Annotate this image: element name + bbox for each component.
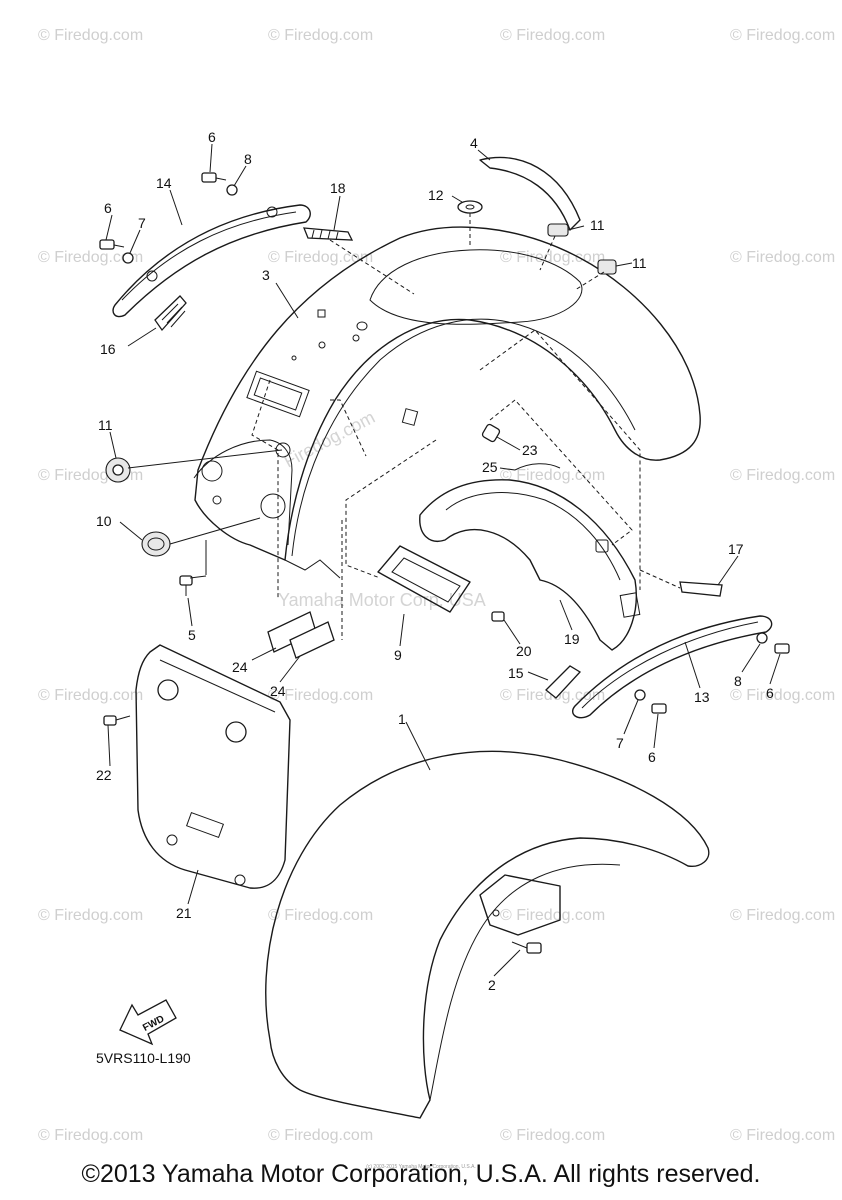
watermark: © Firedog.com: [730, 907, 835, 924]
callout-label: 6: [766, 685, 774, 701]
watermark: © Firedog.com: [730, 467, 835, 484]
small-reflector: [303, 227, 354, 241]
watermark: © Firedog.com: [38, 907, 143, 924]
watermark: © Firedog.com: [268, 907, 373, 924]
callout-label: 17: [728, 541, 744, 557]
watermark: © Firedog.com: [268, 27, 373, 44]
callout-label: 3: [262, 267, 270, 283]
callout-label: 7: [138, 215, 146, 231]
fwd-arrow-icon: FWD: [119, 999, 177, 1046]
watermark: © Firedog.com: [38, 249, 143, 266]
callout-label: 25: [482, 459, 498, 475]
small-pad: [545, 665, 582, 699]
watermark: © Firedog.com: [268, 249, 373, 266]
front-fender: [265, 750, 710, 1119]
watermark: © Firedog.com: [268, 1127, 373, 1144]
assembly-lines: [127, 213, 681, 640]
callout-label: 7: [616, 735, 624, 751]
watermark: © Firedog.com: [38, 27, 143, 44]
watermark: © Firedog.com: [730, 1127, 835, 1144]
watermark: © Firedog.com: [500, 249, 605, 266]
watermark: © Firedog.com: [500, 907, 605, 924]
callout-label: 13: [694, 689, 710, 705]
callout-label: 21: [176, 905, 192, 921]
watermark: © Firedog.com: [730, 687, 835, 704]
callout-label: 10: [96, 513, 112, 529]
callout-label: 8: [244, 151, 252, 167]
callout-label: 19: [564, 631, 580, 647]
callout-label: 18: [330, 180, 346, 196]
callout-label: 23: [522, 442, 538, 458]
leader-lines: [105, 143, 781, 977]
hardware: [99, 172, 790, 954]
watermark: © Firedog.com: [500, 1127, 605, 1144]
watermark: © Firedog.com: [268, 687, 373, 704]
watermark: © Firedog.com: [730, 27, 835, 44]
callout-label: 8: [734, 673, 742, 689]
tail-lens: [377, 545, 471, 613]
callout-label: 6: [648, 749, 656, 765]
callout-labels: 6 8 14 18 6 7 4 12 11 11 3 16 11 23 25 1…: [96, 129, 774, 993]
callout-label: 6: [208, 129, 216, 145]
watermark: © Firedog.com: [730, 249, 835, 266]
inner-fender: [419, 463, 641, 651]
tiny-notice: (c) 2003-2015 Yamaha Motor Corporation, …: [366, 1164, 476, 1170]
callout-label: 11: [98, 417, 113, 433]
diagram-code: 5VRS110-L190: [96, 1050, 191, 1066]
copyright-notice: ©2013 Yamaha Motor Corporation, U.S.A. A…: [81, 1160, 761, 1188]
callout-label: 5: [188, 627, 196, 643]
callout-label: 15: [508, 665, 524, 681]
center-watermark: Firedog.com: [280, 407, 378, 472]
watermark: © Firedog.com: [38, 687, 143, 704]
callout-label: 9: [394, 647, 402, 663]
callout-label: 11: [590, 217, 605, 233]
callout-label: 4: [470, 135, 478, 151]
callout-label: 12: [428, 187, 444, 203]
callout-label: 6: [104, 200, 112, 216]
callout-label: 22: [96, 767, 112, 783]
callout-label: 1: [398, 711, 406, 727]
watermark: © Firedog.com: [38, 1127, 143, 1144]
pads: [267, 611, 335, 659]
watermark: © Firedog.com: [500, 27, 605, 44]
callout-label: 24: [270, 683, 286, 699]
callout-label: 2: [488, 977, 496, 993]
rear-fender: [193, 226, 701, 579]
callout-label: 20: [516, 643, 532, 659]
end-cap: [679, 581, 723, 597]
callout-label: 24: [232, 659, 248, 675]
fender-strip: [479, 156, 581, 231]
rail-left: [112, 204, 311, 318]
reflector: [154, 295, 187, 332]
callout-label: 14: [156, 175, 172, 191]
rail-right: [572, 615, 773, 719]
callout-label: 16: [100, 341, 116, 357]
callout-label: 11: [632, 255, 647, 271]
side-cover: [135, 644, 291, 889]
center-watermark: Yamaha Motor Corp. USA: [278, 590, 486, 610]
